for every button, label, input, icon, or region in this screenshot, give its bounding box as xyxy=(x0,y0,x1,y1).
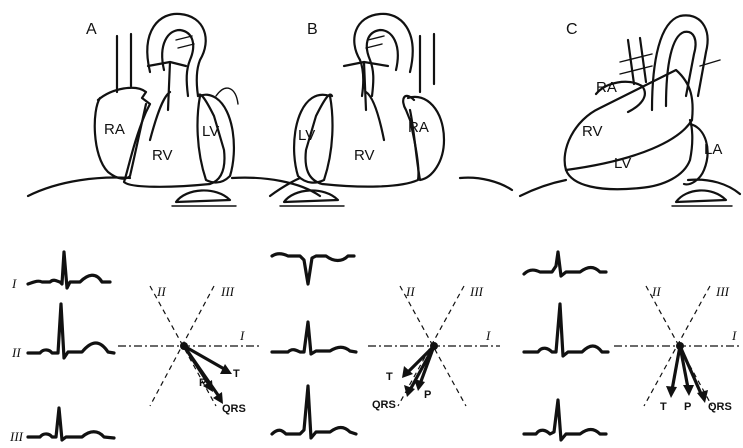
panel-b: B LV RV RA xyxy=(270,14,512,438)
vector-label-qrs: QRS xyxy=(372,399,396,411)
vector-label-p: P xyxy=(199,377,206,389)
dome-shape xyxy=(176,190,230,202)
dome-shape xyxy=(284,190,338,202)
panel-a: A RA RV LV xyxy=(9,14,320,444)
ecg-panel-b xyxy=(272,254,356,438)
label-ra: RA xyxy=(104,121,125,138)
panel-b-letter: B xyxy=(307,21,318,38)
ecg-trace-lead-iii xyxy=(272,386,356,438)
diaphragm-line xyxy=(232,178,320,196)
vector-t xyxy=(666,346,680,398)
ecg-trace-lead-ii xyxy=(524,304,608,356)
vector-label-qrs: QRS xyxy=(222,403,246,415)
heart-outline xyxy=(306,95,419,187)
vector-label-p: P xyxy=(684,401,691,413)
diaphragm-line xyxy=(520,180,566,196)
vector-p xyxy=(414,346,434,391)
vector-qrs xyxy=(184,346,223,404)
heart-c-illustration: RA RV LV LA xyxy=(520,15,740,206)
svc-vessel xyxy=(628,38,646,84)
axis-diagram-c: I II III T P QRS xyxy=(614,284,740,413)
ecg-trace-lead-iii xyxy=(524,400,606,440)
label-rv: RV xyxy=(582,123,603,140)
pulmonary-trunk xyxy=(148,62,186,140)
right-atrium xyxy=(408,97,444,180)
vector-label-t: T xyxy=(660,401,667,413)
vector-label-p: P xyxy=(424,389,431,401)
ecg-lead-label: III xyxy=(9,429,24,444)
vector-label-t: T xyxy=(386,371,393,383)
panel-c-letter: C xyxy=(566,21,578,38)
label-lv: LV xyxy=(298,127,315,144)
pulmonary-trunk xyxy=(344,62,388,140)
right-atrium xyxy=(95,98,146,179)
diaphragm-line xyxy=(28,178,130,196)
ecg-panel-a: I II III xyxy=(9,252,114,444)
ecg-trace-lead-i xyxy=(524,252,606,276)
label-rv: RV xyxy=(354,147,375,164)
axis-diagram-b: I II III T QRS P xyxy=(368,284,500,411)
axis-label-ii: II xyxy=(156,284,166,299)
axis-label-ii: II xyxy=(651,284,661,299)
label-ra: RA xyxy=(596,79,617,96)
ecg-lead-label: II xyxy=(11,345,21,360)
axis-label-ii: II xyxy=(405,284,415,299)
ecg-panel-c xyxy=(524,252,608,440)
axis-diagram-a: I II III P T QRS xyxy=(118,284,262,415)
vector-label-t: T xyxy=(233,368,240,380)
heart-a-illustration: RA RV LV xyxy=(28,14,320,206)
label-la: LA xyxy=(704,141,722,158)
aortic-arch xyxy=(147,14,205,96)
ecg-lead-label: I xyxy=(11,276,17,291)
axis-label-i: I xyxy=(485,328,491,343)
label-ra: RA xyxy=(408,119,429,136)
ecg-trace-lead-i xyxy=(272,254,354,284)
label-rv: RV xyxy=(152,147,173,164)
dome-shape xyxy=(676,190,726,202)
aortic-arch xyxy=(354,14,412,96)
axis-label-iii: III xyxy=(469,284,484,299)
panel-c: C RA RV LV LA xyxy=(520,15,740,440)
ecg-trace-lead-ii xyxy=(272,322,356,354)
vector-label-qrs: QRS xyxy=(708,401,732,413)
axis-label-i: I xyxy=(239,328,245,343)
axis-label-i: I xyxy=(731,328,737,343)
label-lv: LV xyxy=(202,123,219,140)
ecg-trace-lead-ii xyxy=(28,304,114,358)
ecg-trace-lead-i xyxy=(28,252,110,288)
aortic-arch xyxy=(652,15,708,110)
axis-label-iii: III xyxy=(220,284,235,299)
heart-b-illustration: LV RV RA xyxy=(270,14,512,206)
diaphragm-line xyxy=(460,178,512,190)
axis-label-iii: III xyxy=(715,284,730,299)
label-lv: LV xyxy=(614,155,631,172)
ecg-trace-lead-iii xyxy=(28,408,114,440)
panel-a-letter: A xyxy=(86,21,97,38)
